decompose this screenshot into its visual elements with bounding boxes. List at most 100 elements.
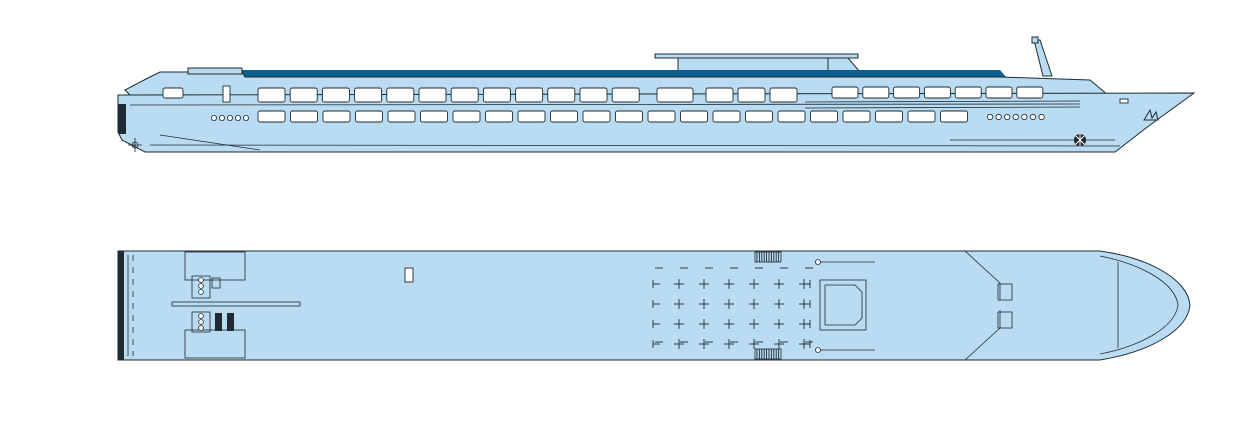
window-lower xyxy=(420,110,448,123)
stairs-bottom xyxy=(754,348,782,360)
porthole-icon xyxy=(1012,113,1019,121)
window-upper-fwd xyxy=(985,86,1013,99)
side-elevation-view xyxy=(117,36,1196,153)
bollard xyxy=(815,259,821,265)
waterline xyxy=(149,144,1121,147)
hull xyxy=(117,92,1196,153)
stair-outline xyxy=(754,348,782,360)
window-upper-fwd xyxy=(831,86,859,99)
wheelhouse-outline xyxy=(819,279,867,331)
porthole-icon xyxy=(1021,113,1028,121)
bow-hatch xyxy=(997,283,1013,301)
porthole-icon xyxy=(198,313,204,319)
porthole-icon xyxy=(986,113,994,121)
deck-line xyxy=(804,100,1081,103)
dark-block xyxy=(215,313,222,331)
stern-bumper xyxy=(118,104,126,134)
window-wheelhouse xyxy=(162,87,184,99)
window-upper-fwd xyxy=(893,86,921,99)
side-windows xyxy=(162,86,1044,123)
beam xyxy=(171,301,301,307)
bow-inner-rail xyxy=(1099,255,1179,355)
mid-deck-structures xyxy=(754,251,875,360)
porthole-icon xyxy=(198,325,204,331)
porthole-icon xyxy=(218,115,225,122)
porthole-icon xyxy=(198,283,204,289)
dark-block xyxy=(227,313,234,331)
stern-door xyxy=(222,85,231,103)
window-lower xyxy=(517,110,546,123)
mast-body xyxy=(1033,39,1053,77)
window-upper xyxy=(579,87,608,103)
window-lower xyxy=(550,110,578,123)
canopy-roof xyxy=(654,53,859,59)
window-upper-wide xyxy=(656,87,694,103)
window-upper xyxy=(450,87,479,103)
window-upper-fwd xyxy=(923,86,951,99)
porthole-icon xyxy=(995,113,1002,121)
window-upper-fwd xyxy=(954,86,982,99)
wheelhouse-inner xyxy=(824,284,863,326)
porthole-icon xyxy=(198,277,204,283)
bow-hatch xyxy=(997,311,1013,329)
window-lower xyxy=(745,110,773,123)
window-upper xyxy=(547,87,576,103)
window-lower xyxy=(907,110,936,123)
window-lower xyxy=(485,110,513,123)
stairs-top xyxy=(754,251,782,263)
porthole-icon xyxy=(242,115,249,122)
window-lower xyxy=(842,110,871,123)
wheelhouse-roof xyxy=(187,67,243,75)
stern-edge xyxy=(118,251,124,360)
window-lower xyxy=(322,110,351,123)
window-lower xyxy=(875,110,903,123)
hatch xyxy=(211,277,221,289)
window-lower xyxy=(810,110,838,123)
bow-structures xyxy=(964,250,1179,361)
mast xyxy=(1031,36,1053,77)
stern-structures xyxy=(171,251,414,359)
anchor-icon xyxy=(1074,134,1086,146)
window-lower xyxy=(290,110,318,123)
deck-line xyxy=(129,103,1081,106)
window-lower xyxy=(777,110,806,123)
stair-block xyxy=(191,275,211,299)
window-upper xyxy=(257,87,286,103)
window-lower xyxy=(712,110,741,123)
hull-strake xyxy=(159,134,261,151)
window-upper xyxy=(354,87,383,103)
porthole-icon xyxy=(1029,113,1037,121)
window-lower xyxy=(615,110,643,123)
window-upper xyxy=(611,87,640,103)
stair-block xyxy=(191,311,211,333)
stair-outline xyxy=(754,251,782,263)
bow-window xyxy=(1119,98,1129,104)
window-upper xyxy=(737,87,766,103)
window-lower xyxy=(387,110,416,123)
canopy-frame xyxy=(677,57,829,73)
deck-line xyxy=(804,106,1081,109)
bollard xyxy=(815,347,821,353)
side-portholes xyxy=(210,113,1045,122)
window-upper xyxy=(705,87,734,103)
window-upper xyxy=(482,87,511,103)
window-upper xyxy=(386,87,415,103)
side-details xyxy=(128,85,1159,152)
upper-deck-band xyxy=(190,70,1006,77)
sun-deck-grid xyxy=(652,267,813,349)
bow-rail-top xyxy=(964,250,1001,300)
canopy-end xyxy=(827,57,862,73)
window-lower xyxy=(680,110,708,123)
window-lower xyxy=(355,110,383,123)
window-lower xyxy=(257,110,286,123)
window-lower xyxy=(940,110,968,123)
window-lower xyxy=(452,110,481,123)
deck-hatch xyxy=(404,267,414,283)
propeller-icon xyxy=(128,138,142,152)
window-upper xyxy=(321,87,350,103)
porthole-icon xyxy=(234,115,241,122)
window-upper-fwd xyxy=(862,86,890,99)
window-lower xyxy=(647,110,676,123)
mast-tip xyxy=(1031,36,1039,44)
